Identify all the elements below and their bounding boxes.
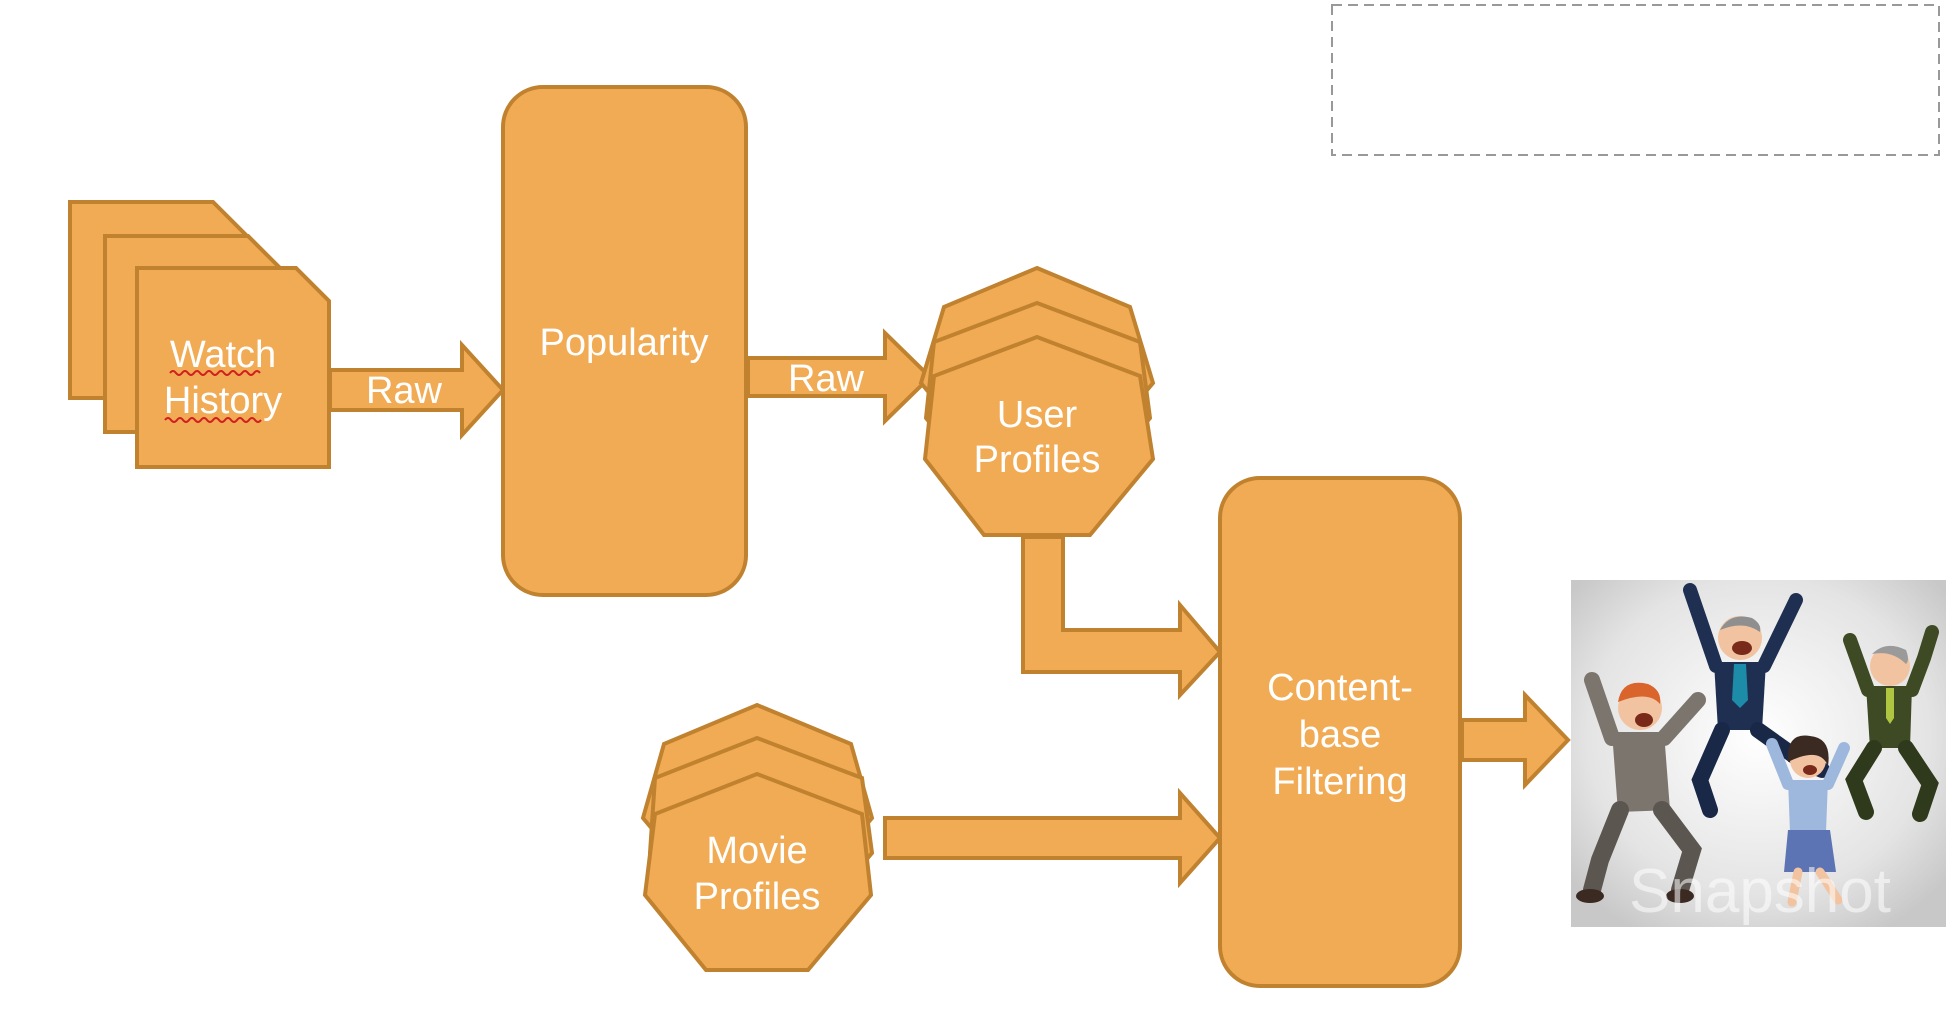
arrow-user-to-filtering [1021,535,1223,701]
arrow-movie-to-filtering [883,787,1223,889]
happy-people-image: Snapshot [1571,580,1946,927]
spellcheck-underline [164,417,262,423]
content-filtering-label-line3: Filtering [1272,761,1407,803]
content-filtering-node: Content- base Filtering [1218,476,1462,988]
spellcheck-underline [169,370,261,376]
movie-profiles-node: Movie Profiles [640,702,875,972]
movie-profiles-label-line1: Movie [706,830,807,872]
content-filtering-label-line2: base [1299,714,1381,756]
user-profiles-node: User Profiles [918,265,1156,537]
user-profiles-label-line1: User [997,394,1078,436]
watch-history-label-line1: Watch [170,334,276,376]
user-profiles-label-line2: Profiles [974,439,1101,481]
arrow-watch-to-popularity: Raw [328,339,506,441]
movie-profiles-label-line2: Profiles [694,876,821,918]
arrow-filtering-to-users [1460,690,1571,790]
watermark-text: Snapshot [1629,857,1891,926]
person-figure [1576,672,1706,903]
watch-history-node: Watch History [68,200,331,469]
person-figure [1766,735,1850,907]
content-filtering-label-line1: Content- [1267,667,1413,709]
watch-history-label-line2: History [164,380,282,422]
empty-placeholder-box [1331,4,1940,156]
popularity-label: Popularity [540,322,709,364]
edge-label-raw-2: Raw [788,358,865,400]
person-figure [1843,625,1939,822]
edge-label-raw-1: Raw [366,370,443,412]
popularity-node: Popularity [501,85,748,597]
arrow-popularity-to-user: Raw [746,328,933,426]
